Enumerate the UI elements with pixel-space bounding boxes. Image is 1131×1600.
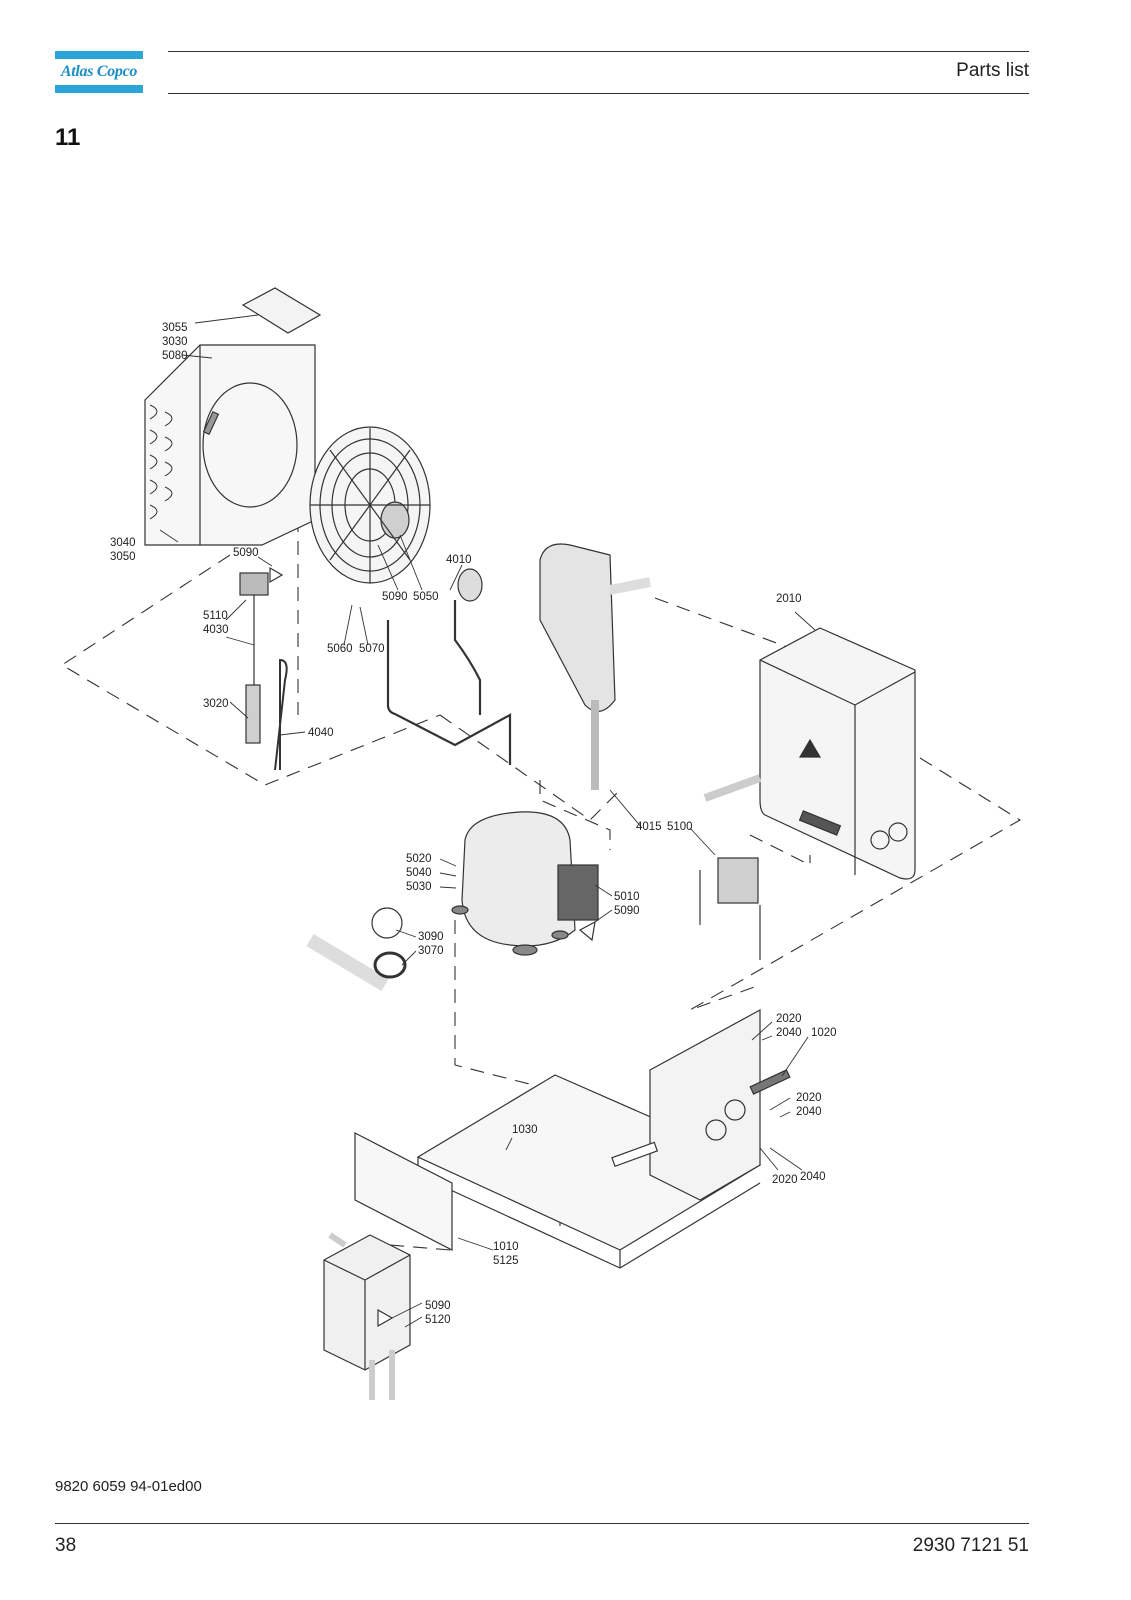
- callout-label: 2040: [776, 1027, 802, 1039]
- callout-label: 2020: [776, 1013, 802, 1025]
- callout-label: 5070: [359, 643, 385, 655]
- callout-label: 5020: [406, 853, 432, 865]
- callout-label: 5120: [425, 1314, 451, 1326]
- page-title: Parts list: [956, 60, 1029, 81]
- callout-label: 3070: [418, 945, 444, 957]
- callout-label: 2010: [776, 593, 802, 605]
- callout-label: 5125: [493, 1255, 519, 1267]
- document-part-number: 2930 7121 51: [912, 1535, 1029, 1556]
- callout-label: 5110: [203, 610, 228, 622]
- callout-label: 3040: [110, 537, 136, 549]
- callout-label: 4010: [446, 554, 472, 566]
- callout-label: 3090: [418, 931, 444, 943]
- compressor-part: [451, 811, 599, 956]
- callout-label: 2020: [796, 1092, 822, 1104]
- callout-label: 2040: [796, 1106, 822, 1118]
- logo-top-bar: [55, 51, 143, 59]
- callout-label: 1010: [493, 1241, 519, 1253]
- nameplate-part: [749, 1069, 791, 1095]
- tube-4040-part: [274, 658, 288, 771]
- callout-label: 5090: [425, 1300, 451, 1312]
- frame-part: [416, 1008, 762, 1269]
- callout-label: 5090: [382, 591, 408, 603]
- fan-part: [309, 426, 431, 584]
- tubing-4015-part: [539, 543, 651, 790]
- callout-labels: 3055 3030 5080 3040 3050 5090 5110 4030 …: [110, 322, 837, 1326]
- callout-label: 1030: [512, 1124, 538, 1136]
- brand-logo: Atlas Copco: [55, 51, 143, 93]
- document-code: 9820 6059 94-01ed00: [55, 1478, 202, 1495]
- callout-label: 5030: [406, 881, 432, 893]
- tubing-4010-part: [386, 568, 512, 765]
- header-rule-top: [168, 51, 1029, 52]
- callout-label: 4015: [636, 821, 662, 833]
- assembly-dash-lines: [60, 495, 1022, 1251]
- callout-label: 5010: [614, 891, 640, 903]
- callout-label: 3055: [162, 322, 188, 334]
- pressure-switch-part: [239, 566, 284, 690]
- logo-wordmark: Atlas Copco: [60, 63, 138, 80]
- callout-label: 1020: [811, 1027, 837, 1039]
- page-number: 38: [55, 1535, 77, 1556]
- callout-label: 5080: [162, 350, 188, 362]
- cover-panel-part: [354, 1132, 453, 1251]
- callout-label: 5060: [327, 643, 353, 655]
- callout-label: 4030: [203, 624, 229, 636]
- callout-label: 2020: [772, 1174, 798, 1186]
- callout-label: 5100: [667, 821, 693, 833]
- header-rule-bottom: [168, 93, 1029, 94]
- electric-box-part: [323, 1232, 411, 1400]
- callout-label: 5090: [233, 547, 259, 559]
- callout-label: 3020: [203, 698, 229, 710]
- callout-label: 2040: [800, 1171, 826, 1183]
- callout-label: 4040: [308, 727, 334, 739]
- filter-dryer-part: [245, 684, 261, 744]
- callout-label: 5050: [413, 591, 439, 603]
- footer-rule: [55, 1523, 1029, 1524]
- heat-exchanger-part: [703, 627, 916, 880]
- callout-label: 5040: [406, 867, 432, 879]
- logo-bottom-bar: [55, 85, 143, 93]
- callout-label: 3030: [162, 336, 188, 348]
- callout-label: 5090: [614, 905, 640, 917]
- expansion-valve-part: [699, 857, 761, 960]
- condenser-part: [144, 344, 316, 546]
- callout-leader-lines: [159, 314, 816, 1328]
- cover-plate-part: [241, 287, 322, 334]
- section-number: 11: [55, 124, 81, 151]
- callout-label: 3050: [110, 551, 136, 563]
- clamp-and-heater-part: [306, 907, 407, 992]
